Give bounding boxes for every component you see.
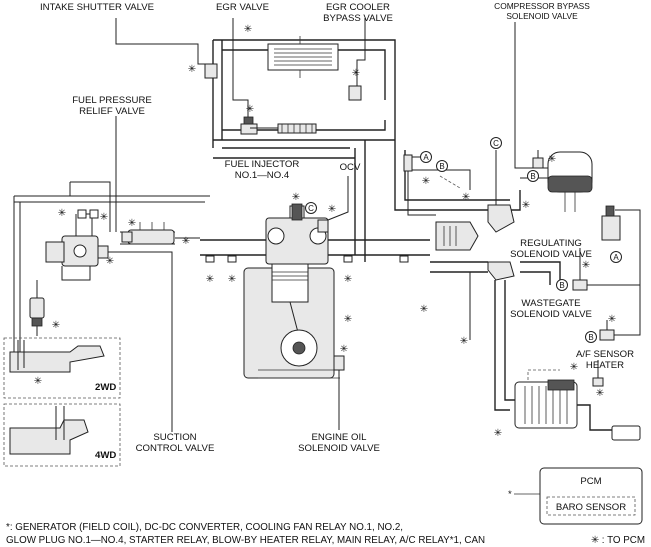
label-fuel-pressure-2: RELIEF VALVE [79,106,145,117]
to-pcm-mark: ✳ [420,304,428,315]
label-ocv: OCV [340,162,361,173]
engine-block [243,261,340,379]
to-pcm-mark: ✳ [344,274,352,285]
label-regulating-1: REGULATING [520,238,582,249]
to-pcm-mark: ✳ [422,176,430,187]
label-egr-valve: EGR VALVE [216,2,269,13]
to-pcm-mark: ✳ [246,104,254,115]
label-compressor-bypass-2: SOLENOID VALVE [506,11,578,21]
to-pcm-mark: ✳ [352,68,360,79]
fuel-tank-4wd-box [3,403,121,467]
fuel-filter [29,280,45,336]
footnote-line-2: GLOW PLUG NO.1—NO.4, STARTER RELAY, BLOW… [6,535,485,546]
ocv [317,176,349,233]
turbocharger [394,140,561,285]
to-pcm-mark: ✳ [460,336,468,347]
label-fuel-injector-2: NO.1—NO.4 [235,170,290,181]
component-labels: INTAKE SHUTTER VALVE EGR VALVE EGR COOLE… [40,1,634,461]
to-pcm-mark: ✳ [34,376,42,387]
label-engine-oil-2: SOLENOID VALVE [298,443,380,454]
to-pcm-mark: ✳ [228,274,236,285]
to-pcm-legend: ✳ : TO PCM [591,535,645,546]
to-pcm-mark: ✳ [548,154,556,165]
egr-cooler [267,36,339,78]
to-pcm-mark: ✳ [292,192,300,203]
to-pcm-mark: ✳ [328,204,336,215]
supply-pump [45,209,109,281]
connector-c-1: C [493,139,499,148]
to-pcm-mark: ✳ [570,362,578,373]
to-pcm-markers: ✳ ✳ ✳ ✳ ✳ ✳ ✳ ✳ ✳ ✳ ✳ ✳ ✳ ✳ ✳ ✳ ✳ ✳ ✳ ✳ … [34,24,616,439]
fuel-pressure-relief-valve [115,116,133,243]
baro-sensor-label: BARO SENSOR [556,502,626,513]
label-fuel-pressure-1: FUEL PRESSURE [72,95,152,106]
label-wastegate-2: SOLENOID VALVE [510,309,592,320]
fuel-tank-2wd-box [3,337,121,399]
label-engine-oil-1: ENGINE OIL [312,432,368,443]
intercooler [520,151,593,212]
egr-inner-plate [250,123,317,134]
sensors-under-manifold [205,255,409,263]
pcm-title: PCM [580,476,601,487]
to-pcm-mark: ✳ [182,236,190,247]
wastegate-solenoid-valve [469,272,641,341]
to-pcm-mark: ✳ [494,428,502,439]
vacuum-hoses [403,154,471,216]
exhaust-catalyst [494,280,641,441]
label-egr-cooler-1: EGR COOLER [326,2,390,13]
label-af-sensor-2: HEATER [586,360,624,371]
egr-cooler-bypass-valve [348,18,366,101]
label-wastegate-1: WASTEGATE [521,298,580,309]
to-pcm-mark: ✳ [128,218,136,229]
cylinder-head [265,203,329,265]
suction-leader [108,251,173,432]
pcm-box: * PCM BARO SENSOR [508,467,643,525]
common-rail [127,222,175,245]
connector-a-2: A [613,253,619,262]
to-pcm-mark: ✳ [100,212,108,223]
label-suction-1: SUCTION [153,432,196,443]
label-regulating-2: SOLENOID VALVE [510,249,592,260]
manifolds [200,239,430,256]
to-pcm-mark: ✳ [608,314,616,325]
engine-oil-solenoid-valve [333,355,345,430]
connector-b-1: B [439,162,444,171]
to-pcm-mark: ✳ [596,388,604,399]
connector-c-2: C [308,204,314,213]
intake-shutter-valve [115,18,218,79]
to-pcm-mark: ✳ [188,64,196,75]
to-pcm-mark: ✳ [344,314,352,325]
connector-b-2: B [530,172,535,181]
compressor-bypass-solenoid-valve [514,22,544,169]
regulating-solenoid-valve [572,205,641,291]
to-pcm-mark: ✳ [582,260,590,271]
fuel-lines [13,181,210,370]
to-pcm-mark: ✳ [340,344,348,355]
to-pcm-mark: ✳ [58,208,66,219]
label-af-sensor-1: A/F SENSOR [576,349,634,360]
connector-markers: A B C B C A B B [305,137,622,343]
connector-a-1: A [423,153,429,162]
footer: *: GENERATOR (FIELD COIL), DC-DC CONVERT… [6,522,645,546]
label-compressor-bypass-1: COMPRESSOR BYPASS [494,1,590,11]
to-pcm-mark: ✳ [244,24,252,35]
to-pcm-mark: ✳ [206,274,214,285]
to-pcm-mark: ✳ [522,200,530,211]
label-egr-cooler-2: BYPASS VALVE [323,13,393,24]
label-4wd: 4WD [95,450,116,461]
connector-b-4: B [588,333,593,342]
label-intake-shutter-valve: INTAKE SHUTTER VALVE [40,2,154,13]
to-pcm-mark: ✳ [106,256,114,267]
pcm-asterisk: * [508,489,512,500]
connector-b-3: B [559,281,564,290]
label-fuel-injector-1: FUEL INJECTOR [225,159,300,170]
footnote-line-1: *: GENERATOR (FIELD COIL), DC-DC CONVERT… [6,522,403,533]
label-suction-2: CONTROL VALVE [136,443,215,454]
to-pcm-mark: ✳ [52,320,60,331]
to-pcm-mark: ✳ [462,192,470,203]
label-2wd: 2WD [95,382,116,393]
egr-valve [232,18,258,135]
